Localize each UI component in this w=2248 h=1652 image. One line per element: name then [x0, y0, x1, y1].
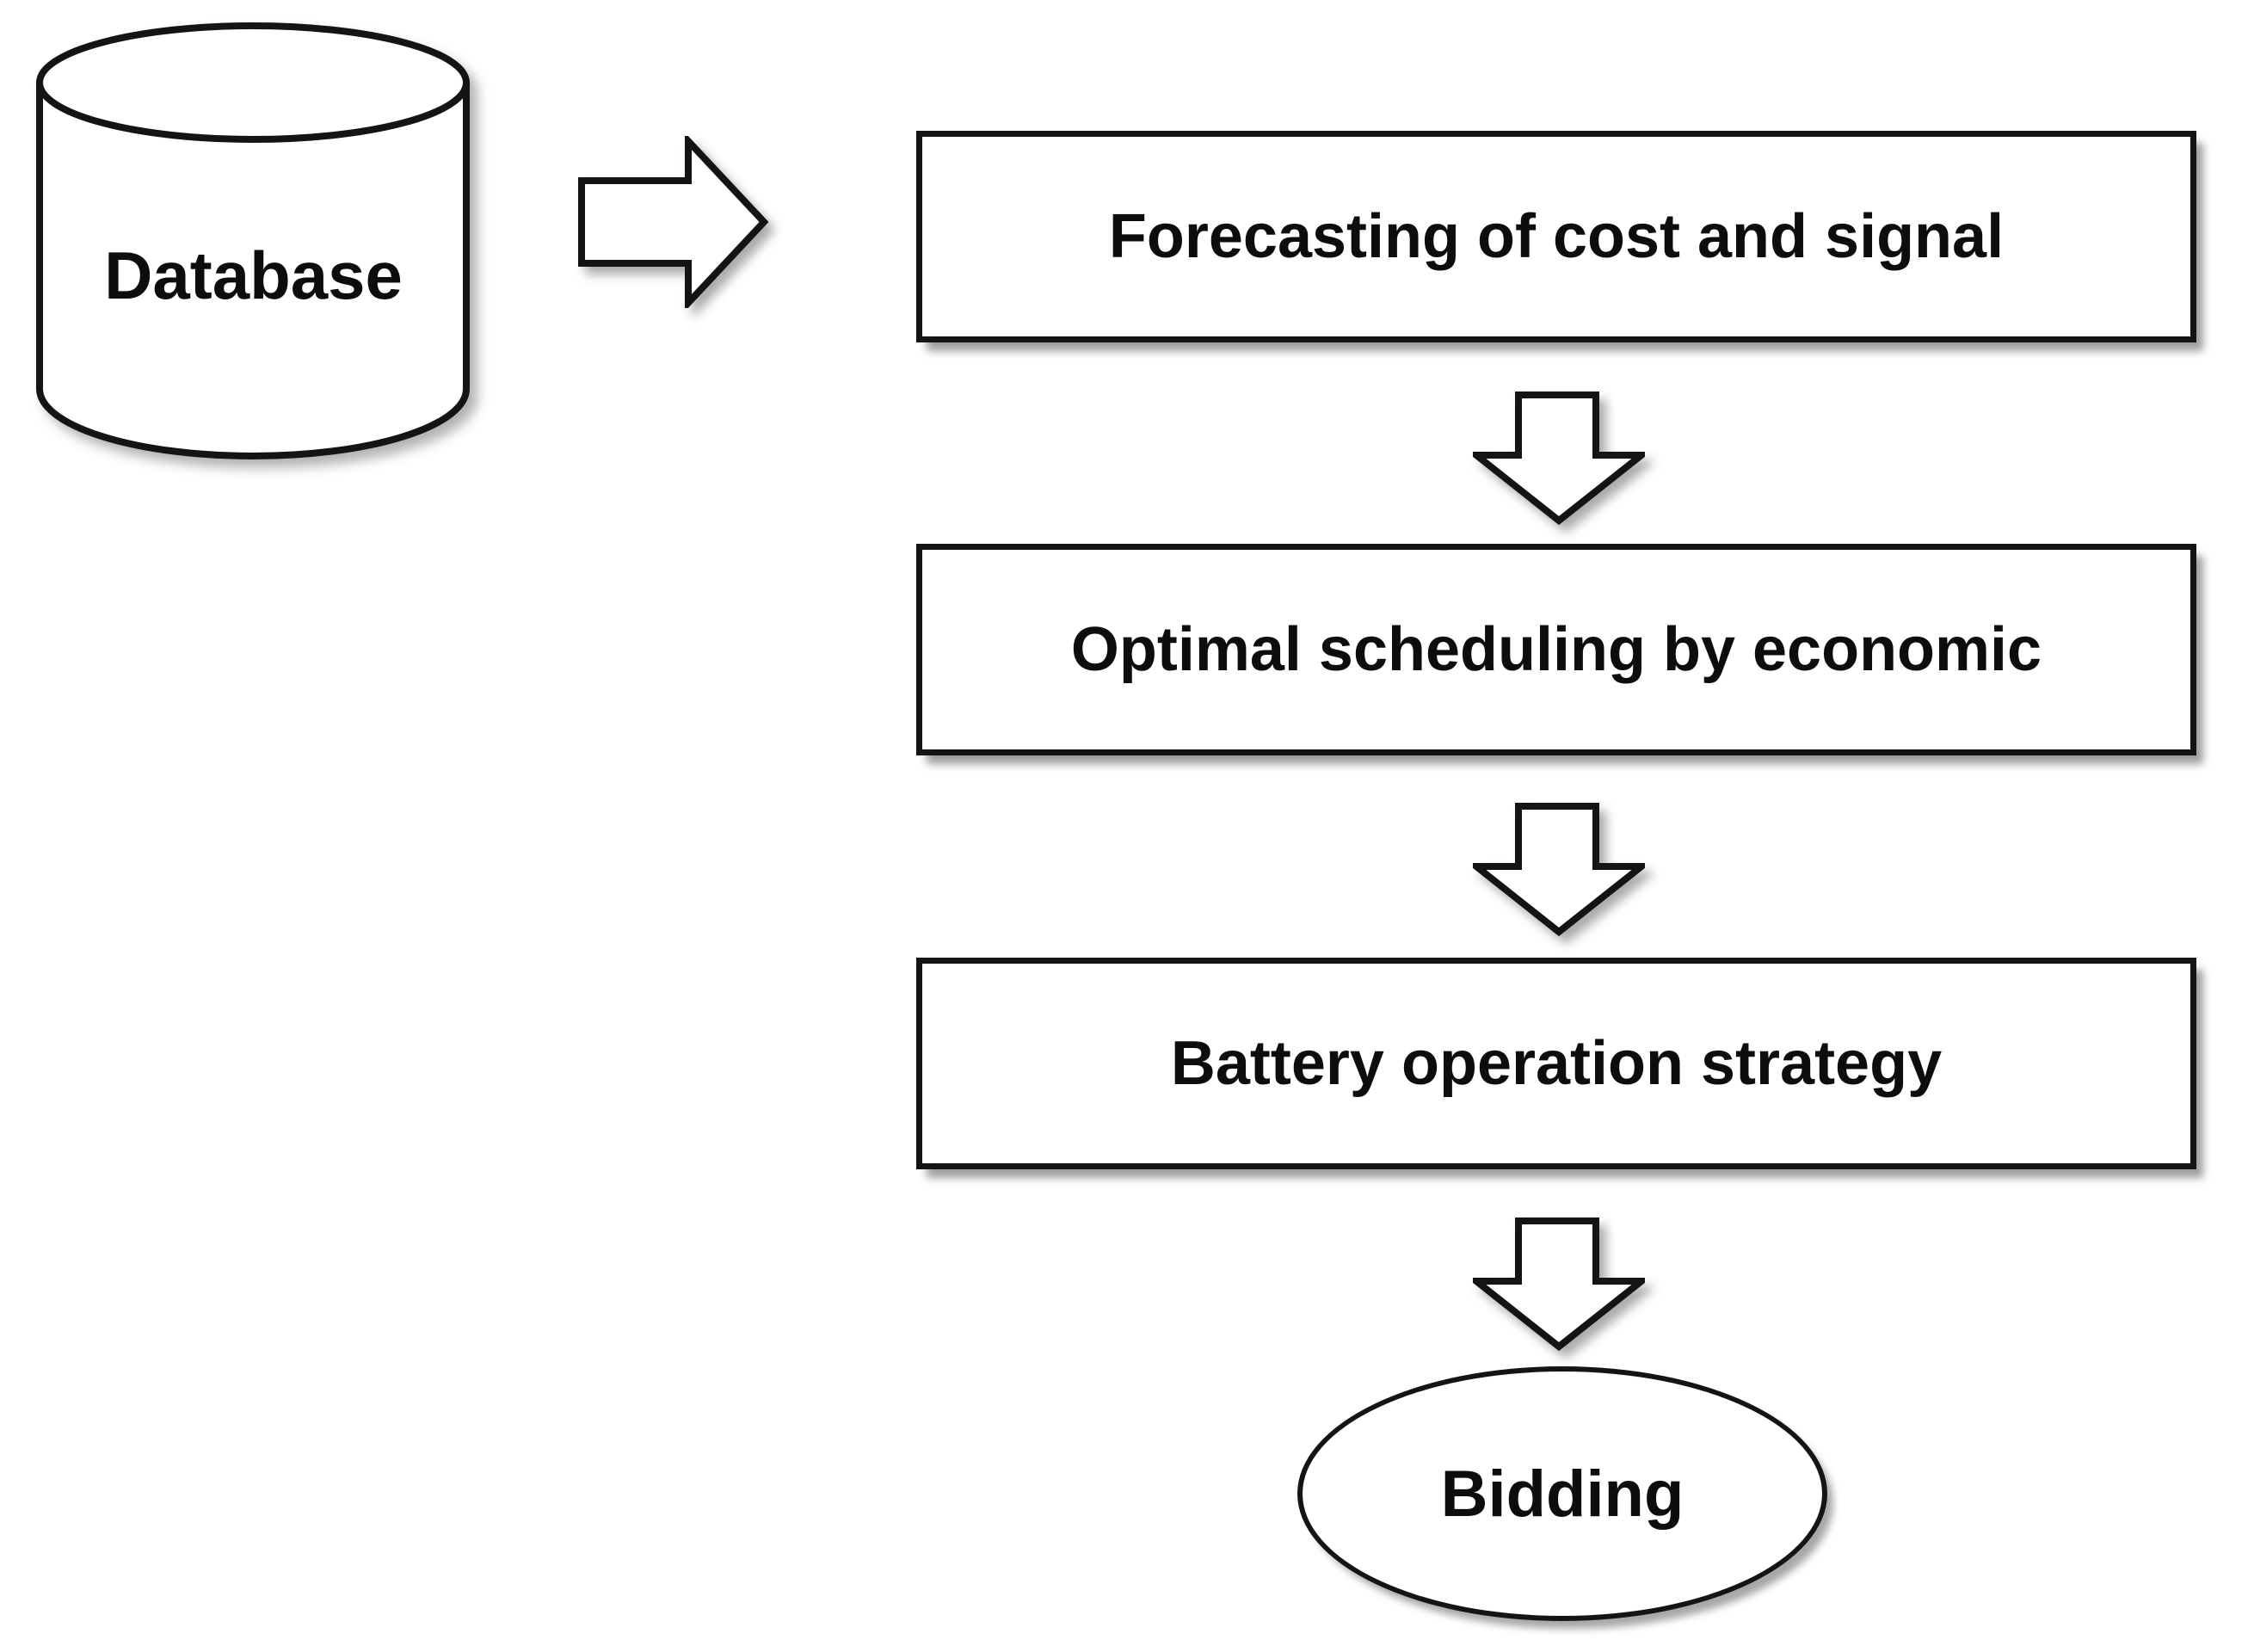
down-arrow-2: [1473, 803, 1645, 937]
terminal-bidding-label: Bidding: [1440, 1457, 1684, 1531]
right-arrow: [578, 136, 769, 308]
process-box-battery: Battery operation strategy: [916, 958, 2196, 1169]
terminal-bidding-ellipse: Bidding: [1297, 1366, 1827, 1621]
down-arrow-3: [1473, 1217, 1645, 1352]
database-label: Database: [104, 237, 403, 313]
process-box-battery-label: Battery operation strategy: [1170, 1029, 1943, 1098]
down-arrow-1: [1473, 391, 1645, 526]
process-box-scheduling-label: Optimal scheduling by economic: [1070, 615, 2042, 684]
down-arrow-2-shape: [1473, 803, 1645, 937]
down-arrow-1-shape: [1473, 391, 1645, 526]
right-arrow-shape: [578, 136, 769, 308]
process-box-scheduling: Optimal scheduling by economic: [916, 544, 2196, 755]
process-box-forecasting-label: Forecasting of cost and signal: [1108, 202, 2005, 271]
cylinder-top: [36, 22, 470, 143]
process-box-forecasting: Forecasting of cost and signal: [916, 131, 2196, 342]
database-cylinder: [36, 22, 470, 459]
down-arrow-3-shape: [1473, 1217, 1645, 1352]
cylinder-body: [36, 83, 470, 459]
